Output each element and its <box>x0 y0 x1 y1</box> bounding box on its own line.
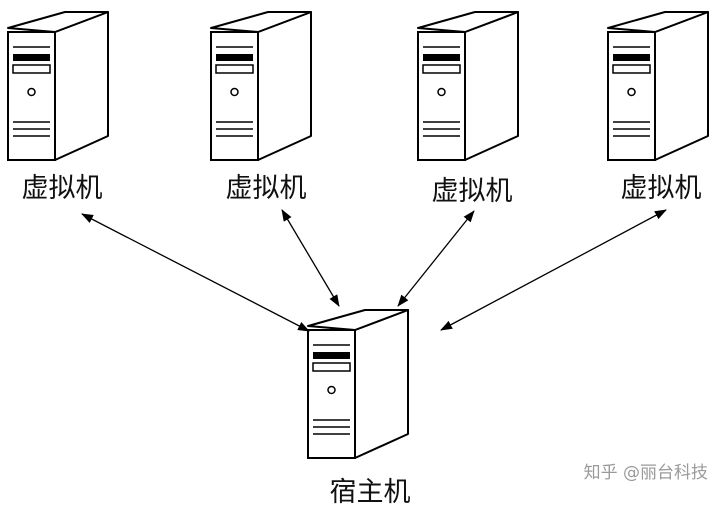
vm1-label: 虚拟机 <box>21 173 103 204</box>
vm2-label: 虚拟机 <box>225 173 307 204</box>
vm2-server-icon <box>210 11 312 161</box>
edge-host-vm1-arrow <box>81 213 310 332</box>
host-label: 宿主机 <box>329 477 411 508</box>
edge-host-vm2-arrow <box>281 209 340 307</box>
host-server-icon <box>307 309 409 459</box>
vm3-label: 虚拟机 <box>431 176 513 207</box>
vm3-server-icon <box>417 11 519 161</box>
vm4-label: 虚拟机 <box>620 173 702 204</box>
watermark-text: 知乎 @丽台科技 <box>583 463 708 483</box>
edge-host-vm4-arrow <box>440 209 667 331</box>
vm4-server-icon <box>607 11 709 161</box>
vm1-server-icon <box>7 11 109 161</box>
edge-host-vm3-arrow <box>397 210 475 307</box>
